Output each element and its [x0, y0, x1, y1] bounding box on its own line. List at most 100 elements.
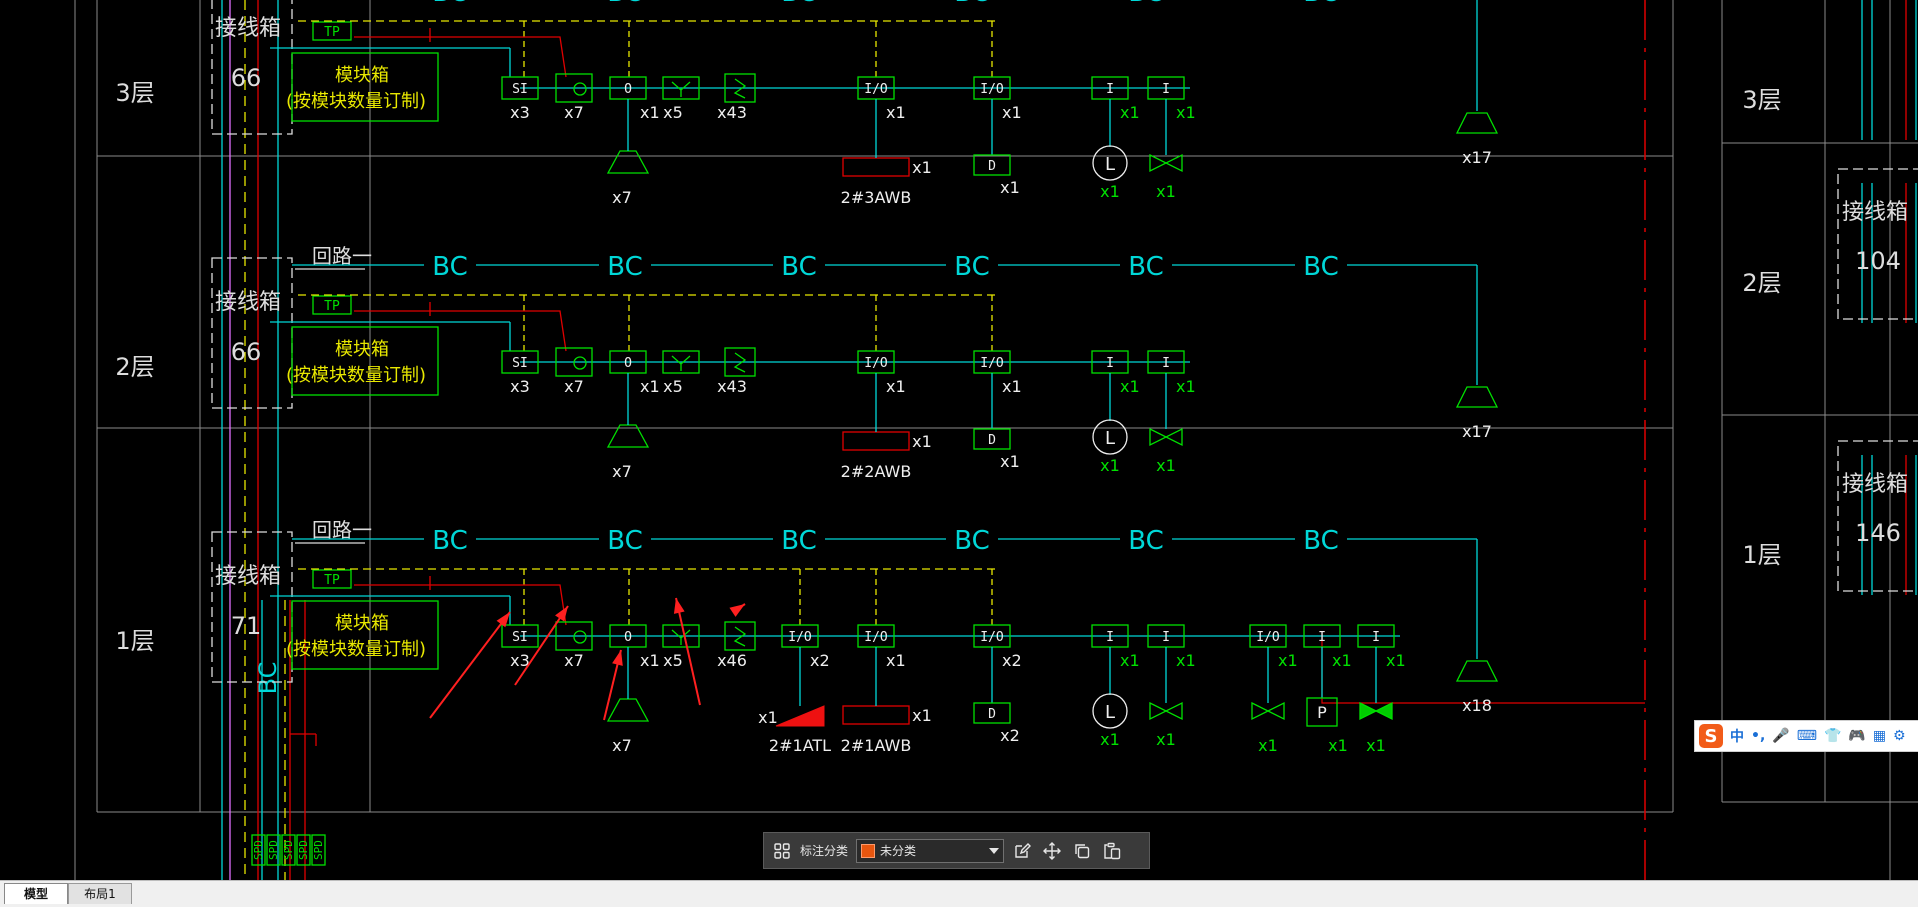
bc-label: BC — [954, 0, 990, 8]
alarm-bell-icon — [606, 698, 650, 722]
smoke-detector-icon — [573, 82, 587, 96]
riser-red-stub — [290, 733, 317, 746]
bc-label-gap — [424, 253, 476, 279]
bc-label-gap — [1120, 527, 1172, 553]
io-module-label: I/O — [864, 630, 888, 645]
junction-box-label: 接线箱 — [215, 16, 281, 41]
category-color-swatch — [861, 843, 876, 858]
io-module-2-label: I/O — [980, 356, 1004, 371]
ime-apps-icon[interactable]: ▦ — [1872, 728, 1887, 744]
awb-count: x1 — [912, 158, 932, 177]
ime-settings-icon[interactable]: ⚙ — [1893, 728, 1906, 744]
heat-detector-icon — [671, 355, 691, 371]
i1-count: x1 — [1120, 103, 1140, 122]
smoke-detector-icon — [573, 630, 587, 644]
tp-label: TP — [324, 299, 340, 314]
i-module-1-label: I — [1106, 82, 1114, 97]
bc-label: BC — [781, 526, 817, 556]
module-box-note: (按模块数量订制) — [286, 91, 426, 112]
edit-icon[interactable] — [1010, 839, 1034, 863]
speaker-icon — [733, 352, 747, 373]
l-device-circle — [1092, 419, 1128, 455]
bc-label: BC — [1303, 252, 1339, 282]
floor-label: 1层 — [115, 627, 154, 655]
bc-label-gap — [599, 0, 651, 5]
ime-punctuation-icon[interactable]: •, — [1751, 728, 1766, 744]
red-arrow-head — [612, 650, 623, 666]
heat-count: x5 — [663, 103, 683, 122]
valve-icon — [1149, 701, 1183, 721]
junction-box-label: 接线箱 — [215, 290, 281, 315]
ime-skin-icon[interactable]: 👕 — [1823, 728, 1842, 744]
speaker-count: x43 — [717, 103, 747, 122]
right-floor-label: 3层 — [1742, 86, 1781, 114]
i-module-3-label: I — [1318, 630, 1326, 645]
category-select[interactable]: 未分类 — [856, 838, 1005, 863]
atl-label: 2#1ATL — [769, 736, 831, 755]
bc-label: BC — [781, 0, 817, 8]
speaker-box — [724, 73, 756, 103]
si-count: x3 — [510, 377, 530, 396]
i2-count: x1 — [1176, 651, 1196, 670]
io-module-label: I/O — [864, 82, 888, 97]
ime-mic-icon[interactable]: 🎤 — [1772, 728, 1790, 744]
red-arrow-head — [729, 604, 745, 617]
junction-box-number: 66 — [231, 338, 262, 366]
tp-box — [312, 569, 352, 589]
awb-count: x1 — [912, 706, 932, 725]
bc-label: BC — [607, 526, 643, 556]
tab-model[interactable]: 模型 — [4, 883, 68, 904]
red-link-line — [354, 36, 567, 78]
io2-count: x1 — [1002, 377, 1022, 396]
junction-box-number: 71 — [231, 612, 262, 640]
tab-layout1[interactable]: 布局1 — [68, 883, 132, 904]
ime-chinese-mode[interactable]: 中 — [1730, 729, 1744, 745]
o-module-label: O — [624, 630, 632, 645]
copy-icon[interactable] — [1070, 839, 1094, 863]
frame-lines — [74, 0, 1918, 880]
awb-device-box — [842, 157, 910, 177]
ime-keyboard-icon[interactable]: ⌨ — [1796, 728, 1817, 744]
i3-count: x1 — [1332, 651, 1352, 670]
red-link-line — [354, 310, 567, 352]
bc-label: BC — [1128, 252, 1164, 282]
bc-label: BC — [607, 0, 643, 8]
red-arrow-head — [555, 606, 568, 622]
annotation-arrows — [429, 597, 746, 721]
p-device-label: P — [1317, 703, 1327, 722]
heat-count: x5 — [663, 651, 683, 670]
move-icon[interactable] — [1040, 839, 1064, 863]
atl-count: x1 — [758, 708, 778, 727]
l-count: x1 — [1100, 730, 1120, 749]
speaker-count: x46 — [717, 651, 747, 670]
smoke-count: x7 — [564, 103, 584, 122]
speaker-count: x43 — [717, 377, 747, 396]
bc-label-gap — [1295, 527, 1347, 553]
valve-icon-3 — [1359, 701, 1393, 721]
l-device-circle — [1092, 145, 1128, 181]
bc-label-gap — [1120, 0, 1172, 5]
speaker-icon — [733, 626, 747, 647]
floor-row-row3: 3层接线箱66模块箱(按模块数量订制)回路一TPBCBCBCBCBCBCSIx3… — [115, 0, 1499, 207]
awb-device-box — [842, 431, 910, 451]
bc-label: BC — [432, 252, 468, 282]
o-count: x1 — [640, 103, 660, 122]
i1-count: x1 — [1120, 651, 1140, 670]
bc-label: BC — [432, 0, 468, 8]
awb-count: x1 — [912, 432, 932, 451]
paste-icon[interactable] — [1100, 839, 1124, 863]
atl-device-icon — [775, 705, 825, 727]
layout-tab-bar: 模型 布局1 — [0, 880, 1918, 907]
speaker-icon — [733, 78, 747, 99]
si-module-label: SI — [512, 82, 528, 97]
ime-toolbar[interactable]: S 中 •, 🎤 ⌨ 👕 🎮 ▦ ⚙ — [1694, 720, 1918, 752]
ime-game-icon[interactable]: 🎮 — [1848, 728, 1866, 744]
grid-icon[interactable] — [770, 839, 794, 863]
ime-logo-icon[interactable]: S — [1699, 724, 1723, 748]
o-module-label: O — [624, 356, 632, 371]
junction-box — [211, 257, 293, 409]
right-floor-label: 1层 — [1742, 541, 1781, 569]
junction-box-label: 接线箱 — [215, 564, 281, 589]
